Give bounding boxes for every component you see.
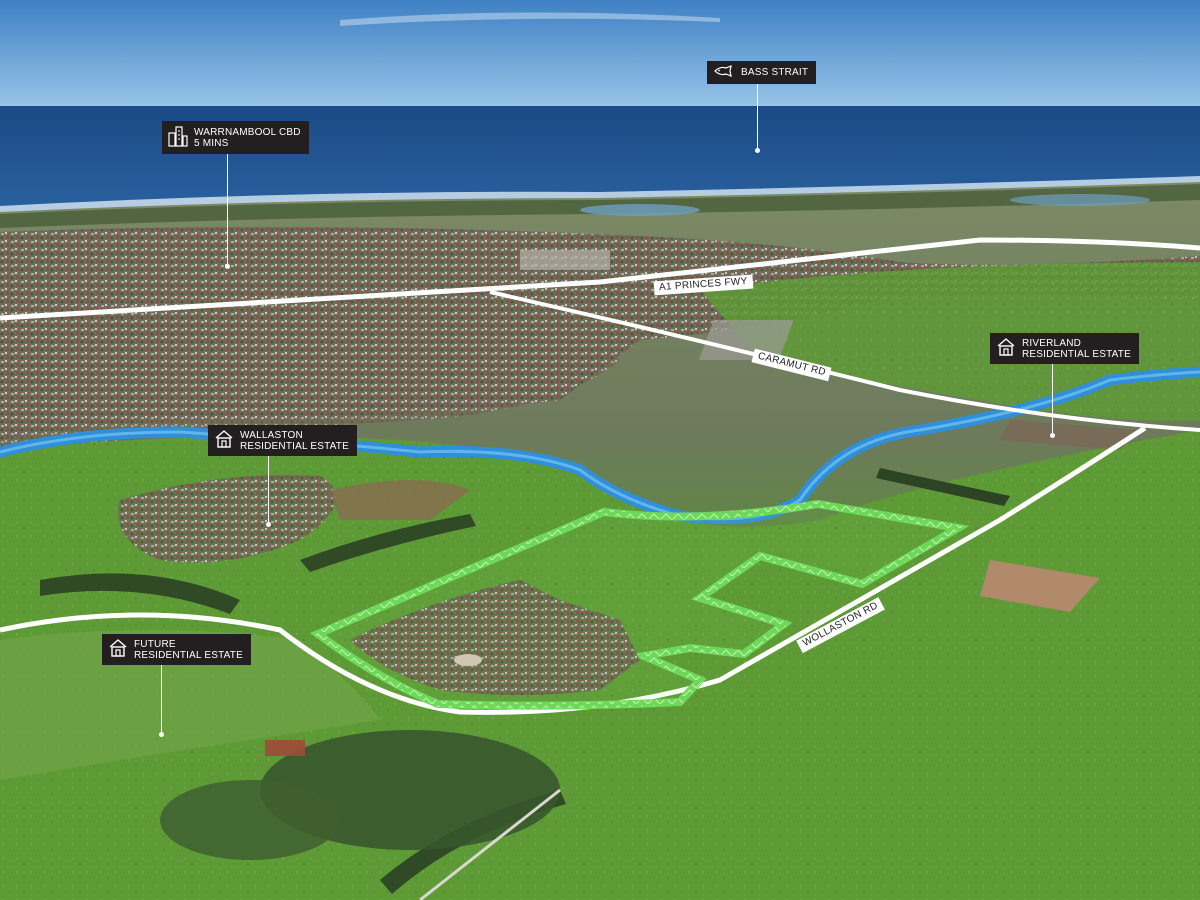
leader-cbd [227, 153, 228, 266]
callout-wallaston-line2: RESIDENTIAL ESTATE [240, 440, 349, 452]
leader-wallaston [268, 456, 269, 524]
leader-future [161, 664, 162, 734]
marker-cbd [225, 264, 230, 269]
road-caramut [489, 290, 1200, 432]
ploughed-field [980, 560, 1100, 612]
house-icon [214, 429, 234, 452]
callout-riverland[interactable]: RIVERLAND RESIDENTIAL ESTATE [990, 333, 1139, 364]
callout-wallaston-line1: WALLASTON [240, 429, 303, 441]
city-buildings-icon [168, 125, 188, 150]
callout-future[interactable]: FUTURE RESIDENTIAL ESTATE [102, 634, 251, 665]
house-icon [108, 638, 128, 661]
marker-wallaston [266, 522, 271, 527]
callout-cbd-line2: 5 MINS [194, 137, 229, 149]
callout-future-line1: FUTURE [134, 638, 176, 650]
road-princes-fwy [0, 237, 1200, 321]
estate-houses [350, 580, 640, 695]
house-icon [996, 337, 1016, 360]
callout-riverland-line1: RIVERLAND [1022, 337, 1082, 349]
marker-riverland [1050, 433, 1055, 438]
callout-cbd-line1: WARRNAMBOOL CBD [194, 126, 301, 138]
pasture-ne [700, 262, 1200, 421]
leader-riverland [1052, 363, 1053, 435]
callout-wallaston[interactable]: WALLASTON RESIDENTIAL ESTATE [208, 425, 357, 456]
marker-bass-strait [755, 148, 760, 153]
marker-future [159, 732, 164, 737]
callout-future-line2: RESIDENTIAL ESTATE [134, 649, 243, 661]
wallaston-estate [118, 475, 336, 563]
leader-bass-strait [757, 80, 758, 150]
callout-bass-strait[interactable]: BASS STRAIT [707, 61, 817, 84]
fish-icon [713, 65, 735, 80]
callout-warrnambool-cbd[interactable]: WARRNAMBOOL CBD 5 MINS [162, 121, 309, 154]
callout-riverland-line2: RESIDENTIAL ESTATE [1022, 348, 1131, 360]
callout-bass-strait-label: BASS STRAIT [741, 67, 809, 78]
